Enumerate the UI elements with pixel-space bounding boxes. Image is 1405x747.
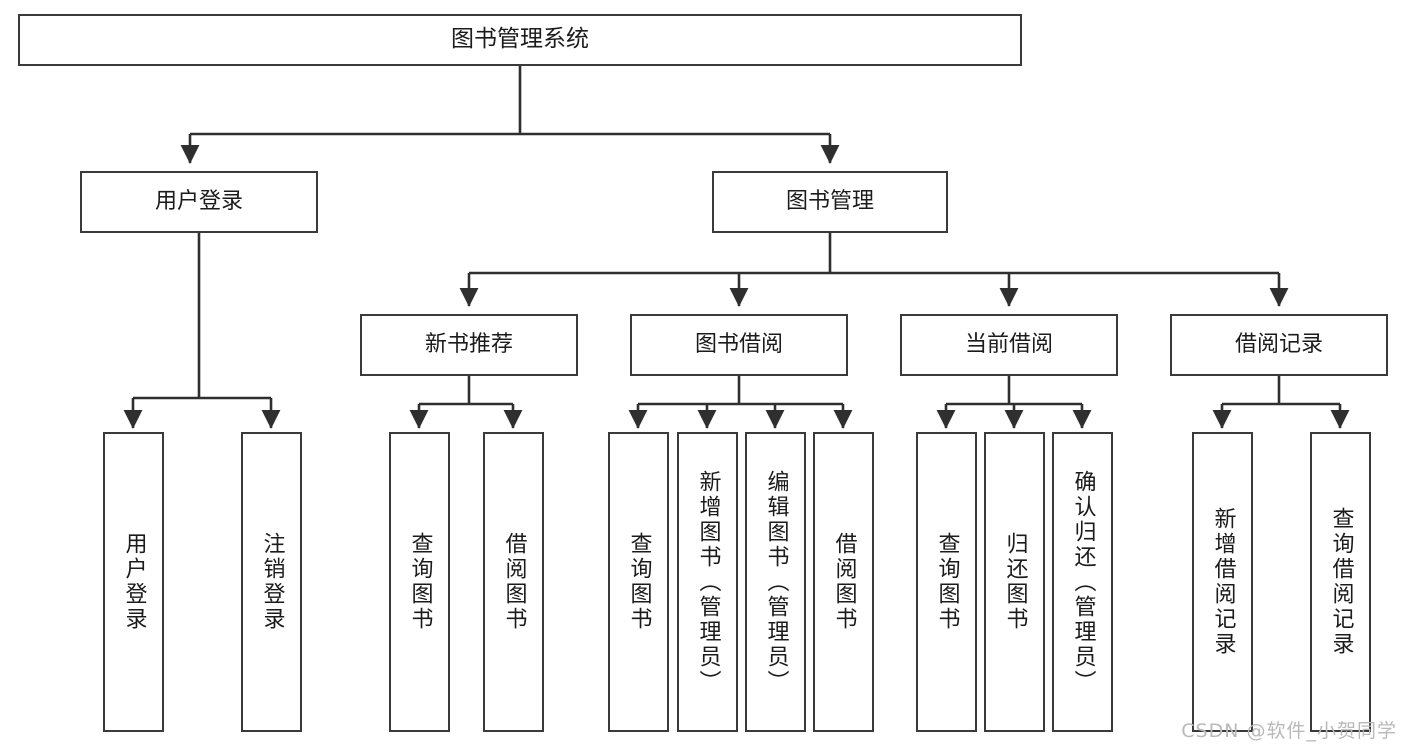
node-label: 当前借阅 xyxy=(964,332,1053,358)
leaf-add-book-admin[interactable]: 新增图书（管理员） xyxy=(677,432,738,732)
node-label: 查询图书 xyxy=(407,532,433,632)
leaf-query-book-recommend[interactable]: 查询图书 xyxy=(389,432,450,732)
node-root-system[interactable]: 图书管理系统 xyxy=(18,14,1022,66)
node-label: 新增借阅记录 xyxy=(1210,507,1236,657)
node-label: 查询图书 xyxy=(934,532,960,632)
node-label: 查询图书 xyxy=(626,532,652,632)
node-label: 编辑图书（管理员） xyxy=(763,469,789,695)
node-book-management[interactable]: 图书管理 xyxy=(712,171,948,233)
leaf-confirm-return-admin[interactable]: 确认归还（管理员） xyxy=(1052,432,1113,732)
node-label: 新书推荐 xyxy=(424,332,513,358)
node-label: 新增图书（管理员） xyxy=(695,469,721,695)
leaf-borrow-book[interactable]: 借阅图书 xyxy=(813,432,874,732)
leaf-borrow-book-recommend[interactable]: 借阅图书 xyxy=(483,432,544,732)
leaf-query-book-borrow[interactable]: 查询图书 xyxy=(608,432,669,732)
leaf-edit-book-admin[interactable]: 编辑图书（管理员） xyxy=(745,432,806,732)
node-book-borrow[interactable]: 图书借阅 xyxy=(630,314,848,376)
node-label: 图书管理系统 xyxy=(451,26,589,53)
leaf-logout[interactable]: 注销登录 xyxy=(241,432,302,732)
node-label: 借阅图书 xyxy=(831,532,857,632)
node-label: 借阅图书 xyxy=(501,532,527,632)
node-label: 归还图书 xyxy=(1002,532,1028,632)
node-borrow-record[interactable]: 借阅记录 xyxy=(1170,314,1388,376)
node-label: 图书借阅 xyxy=(694,332,783,358)
node-new-book-recommend[interactable]: 新书推荐 xyxy=(360,314,578,376)
node-label: 查询借阅记录 xyxy=(1328,507,1354,657)
node-label: 确认归还（管理员） xyxy=(1070,469,1096,695)
csdn-watermark: CSDN @软件_小贺同学 xyxy=(1181,720,1397,742)
leaf-query-borrow-record[interactable]: 查询借阅记录 xyxy=(1310,432,1371,732)
node-label: 用户登录 xyxy=(121,532,147,632)
leaf-user-login[interactable]: 用户登录 xyxy=(103,432,164,732)
node-label: 图书管理 xyxy=(785,189,874,215)
leaf-query-book-current[interactable]: 查询图书 xyxy=(916,432,977,732)
node-user-login[interactable]: 用户登录 xyxy=(80,171,318,233)
leaf-add-borrow-record[interactable]: 新增借阅记录 xyxy=(1192,432,1253,732)
node-label: 用户登录 xyxy=(154,189,243,215)
leaf-return-book[interactable]: 归还图书 xyxy=(984,432,1045,732)
node-label: 借阅记录 xyxy=(1234,332,1323,358)
node-current-borrow[interactable]: 当前借阅 xyxy=(900,314,1118,376)
node-label: 注销登录 xyxy=(259,532,285,632)
